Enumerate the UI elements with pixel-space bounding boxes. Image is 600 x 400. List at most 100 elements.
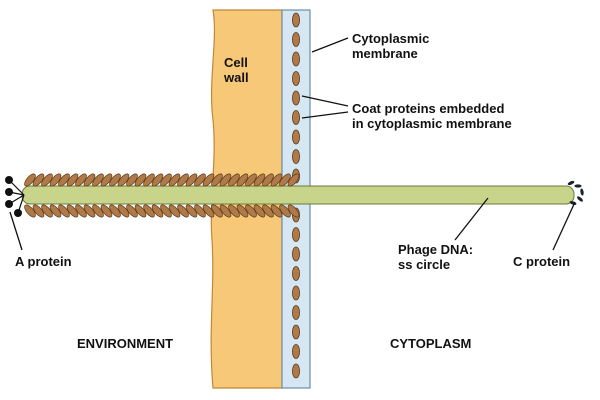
coat-protein-top xyxy=(211,173,223,187)
coat-protein-bottom xyxy=(92,204,104,218)
coat-protein-top xyxy=(75,173,87,187)
membrane-coat-protein xyxy=(291,51,300,67)
c-protein-subunit xyxy=(567,180,575,186)
pointer-coat-protein-1 xyxy=(301,95,349,107)
coat-protein-bottom xyxy=(100,204,113,218)
coat-protein-top xyxy=(109,173,121,187)
membrane-coat-protein xyxy=(291,246,300,262)
coat-protein-top xyxy=(185,173,198,187)
coat-protein-bottom xyxy=(143,204,155,218)
membrane-coat-protein xyxy=(291,90,300,106)
coat-protein-top xyxy=(253,173,266,187)
pointer-c-protein xyxy=(552,201,576,251)
coat-protein-bottom xyxy=(253,204,266,218)
pointer-coat-protein-2 xyxy=(301,111,349,119)
coat-proteins-label-line1: Coat proteins embedded xyxy=(352,101,505,116)
a-protein-knob xyxy=(14,209,22,217)
a-protein-knob xyxy=(5,200,13,208)
coat-protein-bottom xyxy=(194,204,206,218)
membrane-coat-protein xyxy=(291,305,300,320)
coat-protein-top xyxy=(228,173,240,187)
coat-protein-bottom xyxy=(24,204,36,218)
coat-protein-bottom xyxy=(287,204,300,218)
coat-proteins-label-line2: in cytoplasmic membrane xyxy=(352,116,512,131)
membrane-coat-protein xyxy=(291,266,300,281)
coat-protein-bottom xyxy=(211,204,223,218)
coat-protein-top xyxy=(117,173,130,187)
cell-wall-label-line2: wall xyxy=(224,70,249,85)
pointer-phage-dna xyxy=(454,197,489,241)
coat-protein-top xyxy=(160,173,172,187)
coat-protein-top xyxy=(270,173,283,187)
coat-protein-bottom xyxy=(236,204,249,218)
coat-protein-top xyxy=(236,173,249,187)
coat-protein-top xyxy=(41,173,53,187)
coat-protein-bottom xyxy=(117,204,130,218)
membrane-coat-protein xyxy=(291,324,300,340)
coat-protein-bottom xyxy=(151,204,164,218)
coat-protein-bottom xyxy=(228,204,240,218)
membrane-coat-protein xyxy=(291,363,300,379)
coat-protein-top xyxy=(279,173,291,187)
c-protein-subunit xyxy=(580,188,584,196)
cytoplasmic-membrane-label-line2: membrane xyxy=(352,46,418,61)
coat-protein-bottom xyxy=(58,204,70,218)
coat-protein-top xyxy=(262,173,274,187)
membrane-coat-protein xyxy=(291,71,300,86)
coat-protein-bottom xyxy=(262,204,274,218)
cytoplasm-label: CYTOPLASM xyxy=(390,336,472,351)
membrane-coat-protein xyxy=(291,149,300,164)
coat-protein-top xyxy=(32,173,45,187)
coat-protein-bottom xyxy=(177,204,189,218)
c-protein-subunit xyxy=(577,196,583,202)
coat-protein-top xyxy=(151,173,164,187)
membrane-coat-protein xyxy=(291,227,300,242)
coat-protein-top xyxy=(168,173,181,187)
cytoplasmic-membrane-label: Cytoplasmic membrane xyxy=(352,31,429,61)
cell-wall-label: Cell wall xyxy=(224,55,249,85)
membrane-coat-protein xyxy=(291,110,300,125)
coat-protein-top xyxy=(83,173,96,187)
phage-dna-label-line2: ss circle xyxy=(398,257,451,272)
coat-protein-top xyxy=(177,173,189,187)
coat-protein-bottom xyxy=(168,204,181,218)
coat-protein-top xyxy=(202,173,215,187)
membrane-coat-protein xyxy=(291,285,300,301)
coat-protein-top xyxy=(143,173,155,187)
c-protein-icon xyxy=(567,180,584,205)
environment-label: ENVIRONMENT xyxy=(77,336,174,351)
coat-protein-top xyxy=(194,173,206,187)
membrane-coat-protein xyxy=(291,129,300,145)
coat-protein-top xyxy=(58,173,70,187)
coat-protein-bottom xyxy=(245,204,257,218)
a-protein-knob xyxy=(5,176,13,184)
coat-protein-top xyxy=(134,173,147,187)
phage-coat-proteins-top xyxy=(24,173,300,187)
a-protein-label: A protein xyxy=(15,254,72,269)
membrane-coat-protein xyxy=(291,32,300,47)
coat-protein-bottom xyxy=(279,204,291,218)
coat-protein-bottom xyxy=(32,204,45,218)
coat-protein-bottom xyxy=(49,204,62,218)
a-protein-knob xyxy=(5,188,13,196)
coat-protein-bottom xyxy=(134,204,147,218)
coat-protein-bottom xyxy=(160,204,172,218)
c-protein-label: C protein xyxy=(513,254,571,269)
cell-wall-label-line1: Cell xyxy=(224,55,248,70)
coat-protein-top xyxy=(100,173,113,187)
coat-proteins-label: Coat proteins embedded in cytoplasmic me… xyxy=(352,101,512,131)
pointer-lines xyxy=(9,37,576,251)
membrane-coat-protein xyxy=(291,344,300,359)
membrane-coat-protein xyxy=(291,12,300,28)
phage-dna-label: Phage DNA: ss circle xyxy=(398,242,473,272)
coat-protein-top xyxy=(219,173,232,187)
pointer-a-protein xyxy=(9,211,23,251)
phage-dna-label-line1: Phage DNA: xyxy=(398,242,474,257)
coat-protein-bottom xyxy=(41,204,53,218)
coat-protein-top xyxy=(92,173,104,187)
coat-protein-bottom xyxy=(66,204,79,218)
coat-protein-bottom xyxy=(219,204,232,218)
coat-protein-top xyxy=(24,173,36,187)
coat-protein-bottom xyxy=(270,204,283,218)
